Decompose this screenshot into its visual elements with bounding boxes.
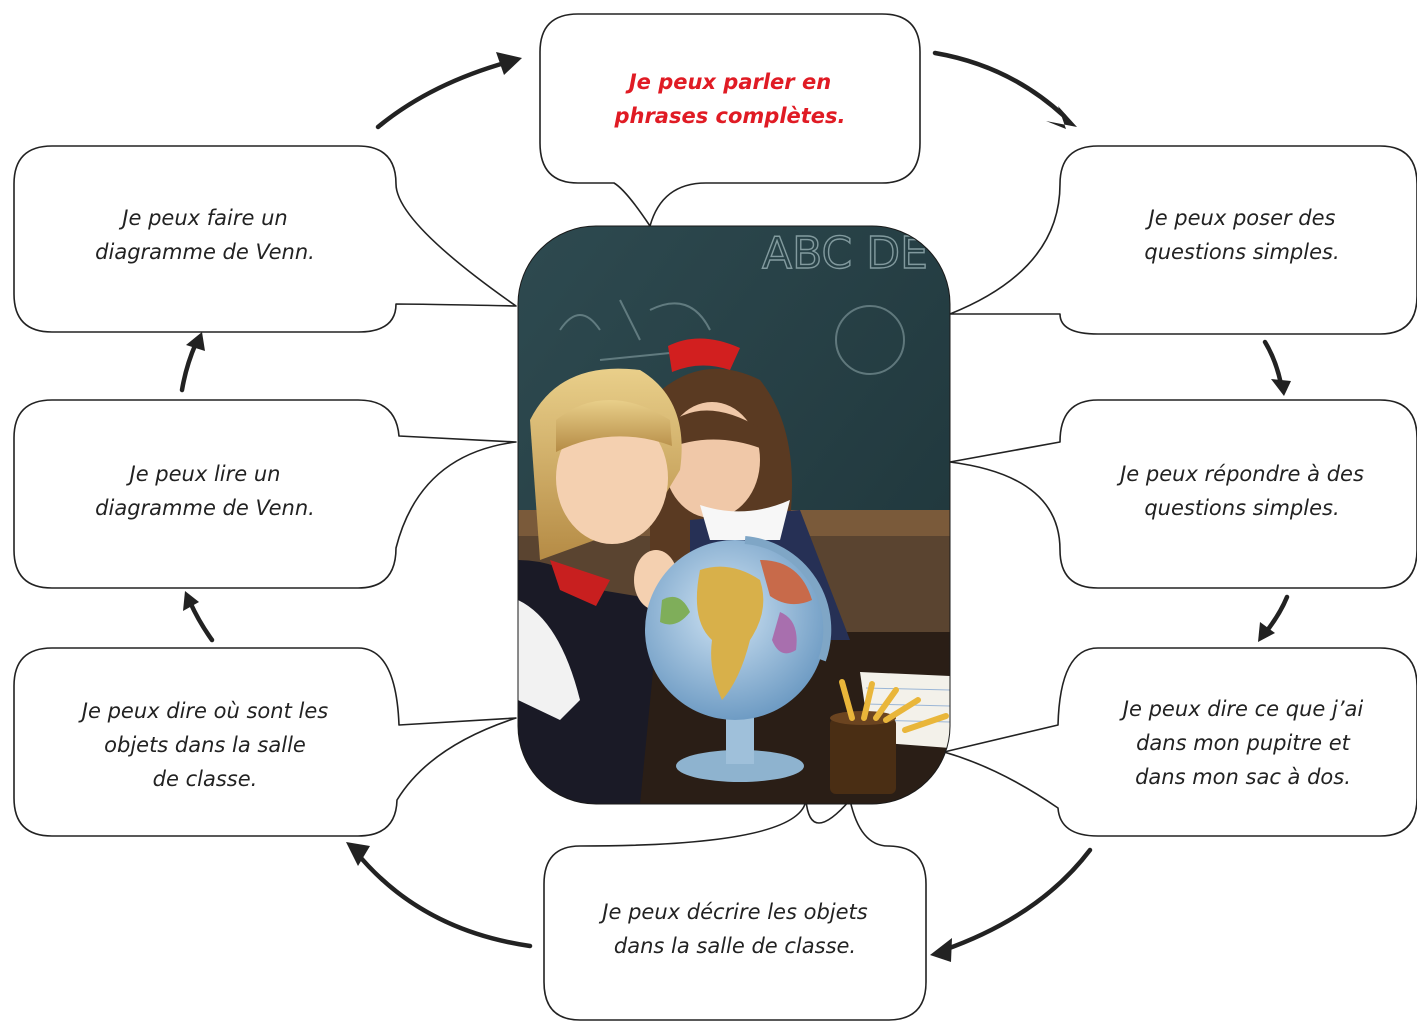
chalkboard-text: ABC DE xyxy=(762,228,928,279)
arrow-to-left-3 xyxy=(353,849,533,949)
bubble-left-2 xyxy=(13,399,517,589)
bubble-top xyxy=(539,13,921,227)
arrowhead-to-top xyxy=(496,52,522,75)
bubble-text-bottom: Je peux décrire les objets dans la salle… xyxy=(602,900,868,958)
arrowhead-to-left-1 xyxy=(186,332,205,351)
arrowhead-to-right-2 xyxy=(1271,379,1291,396)
bubble-text-left-1: Je peux faire un diagramme de Venn. xyxy=(95,206,315,264)
arrow-to-left-1 xyxy=(179,340,199,393)
bubble-text-top: Je peux parler en phrases complètes. xyxy=(614,70,846,128)
bubble-text-right-2: Je peux répondre à des questions simples… xyxy=(1120,462,1364,520)
arrow-to-left-2 xyxy=(187,599,215,643)
arrowhead-to-right-3 xyxy=(1258,622,1275,642)
bubble-text-right-1: Je peux poser des questions simples. xyxy=(1144,206,1340,264)
arrow-to-top xyxy=(375,59,511,130)
bubble-text-right-3: Je peux dire ce que j’ai dans mon pupitr… xyxy=(1122,697,1364,789)
arrowhead-to-bottom xyxy=(930,938,952,962)
bubble-left-3 xyxy=(13,647,517,837)
arrow-to-right-3 xyxy=(1263,594,1290,635)
arrowhead-to-right-1 xyxy=(1046,106,1077,129)
arrowhead-to-left-2 xyxy=(183,591,199,611)
bubble-bottom xyxy=(543,799,927,1021)
arrow-to-right-1 xyxy=(932,50,1067,119)
center-photo: ABC DE xyxy=(518,226,950,804)
bubble-text-left-3: Je peux dire où sont les objets dans la … xyxy=(81,699,329,791)
bubble-left-1 xyxy=(13,145,517,333)
arrow-to-right-2 xyxy=(1262,339,1284,387)
bubble-text-left-2: Je peux lire un diagramme de Venn. xyxy=(95,462,315,520)
arrowhead-to-left-3 xyxy=(346,842,370,866)
arrow-to-bottom xyxy=(941,847,1093,953)
